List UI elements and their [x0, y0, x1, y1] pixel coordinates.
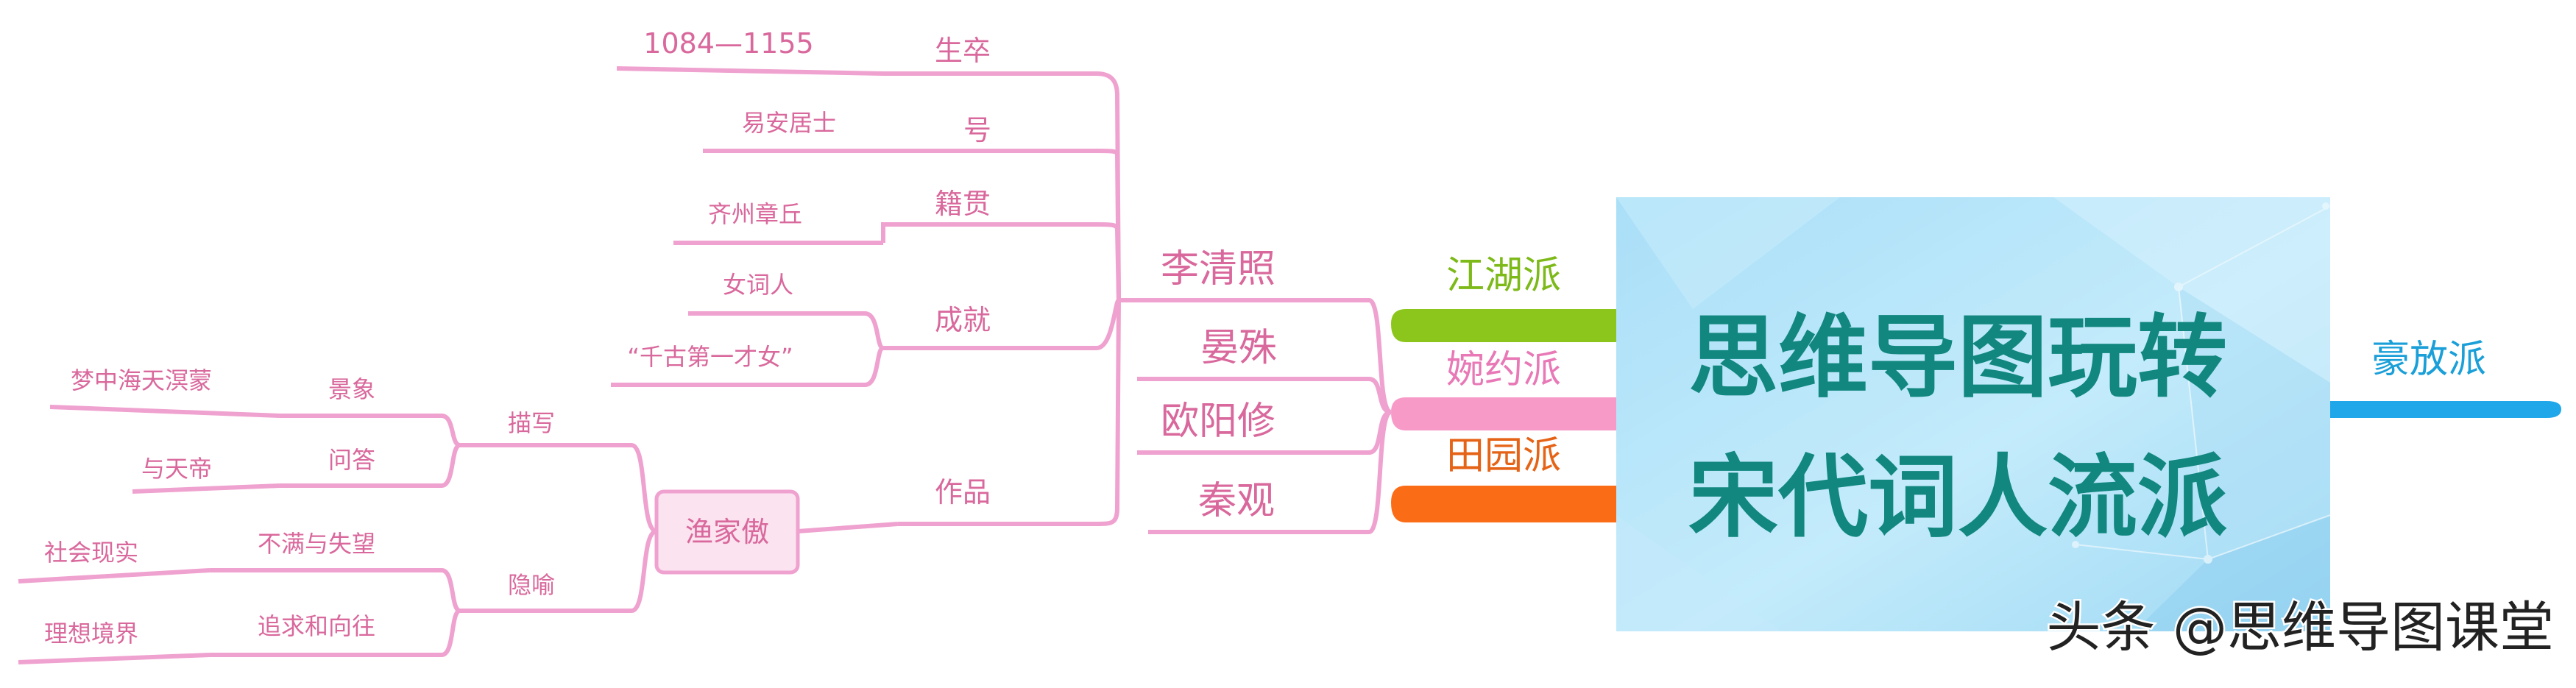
- miaoxie-item-1-value: 梦中海天溟蒙: [71, 366, 212, 394]
- yujiaao-yinyu-label: 隐喻: [508, 571, 555, 599]
- branch-wanyue-bar: [1391, 397, 1616, 430]
- attr-hao-label: 号: [963, 114, 991, 146]
- branch-jianghu-label: 江湖派: [1446, 254, 1561, 298]
- yujiaao-connectors: [18, 405, 899, 664]
- branch-jianghu-bar: [1391, 309, 1616, 342]
- attr-jiguan-label: 籍贯: [935, 188, 991, 220]
- central-topic[interactable]: 思维导图玩转 宋代词人流派: [1616, 197, 2331, 631]
- yinyu-item-1-value: 社会现实: [44, 539, 138, 567]
- work-yujiaao-node[interactable]: 渔家傲: [654, 489, 800, 575]
- central-title-line1: 思维导图玩转: [1688, 304, 2227, 410]
- attr-hao-value: 易安居士: [742, 109, 836, 137]
- miaoxie-item-2-value: 与天帝: [141, 455, 212, 483]
- branch-tianyuan-label: 田园派: [1446, 434, 1561, 478]
- attr-chengjiu-label: 成就: [935, 304, 991, 336]
- attr-shengzu-label: 生卒: [935, 35, 991, 67]
- branch-jianghu[interactable]: 江湖派: [1391, 254, 1616, 342]
- poet-qin-guan[interactable]: 秦观: [1198, 479, 1275, 523]
- branch-tianyuan-bar: [1391, 486, 1616, 522]
- miaoxie-item-1-label: 景象: [328, 375, 375, 403]
- watermark: 头条 @思维导图课堂: [2046, 596, 2554, 659]
- poet-yan-shu[interactable]: 晏殊: [1200, 326, 1277, 370]
- yujiaao-miaoxie-label: 描写: [508, 409, 555, 437]
- branch-wanyue-label: 婉约派: [1446, 348, 1561, 392]
- yinyu-item-2-value: 理想境界: [44, 620, 138, 648]
- attr-chengjiu-value-2: “千古第一才女”: [627, 343, 793, 371]
- poet-li-qingzhao[interactable]: 李清照: [1161, 247, 1275, 291]
- attr-zuopin-label: 作品: [935, 476, 991, 508]
- central-title-line2: 宋代词人流派: [1688, 444, 2227, 550]
- central-decoration: [1616, 197, 2331, 631]
- branch-haofang[interactable]: 豪放派: [2330, 338, 2561, 418]
- branch-haofang-label: 豪放派: [2371, 338, 2486, 382]
- branch-haofang-bar: [2330, 401, 2561, 418]
- attr-jiguan-value: 齐州章丘: [708, 200, 802, 228]
- miaoxie-item-2-label: 问答: [328, 446, 375, 474]
- poet-connectors: [1119, 298, 1393, 534]
- li-qingzhao-connectors: [611, 66, 1121, 526]
- yinyu-item-2-label: 追求和向往: [258, 612, 375, 640]
- work-yujiaao-label: 渔家傲: [685, 516, 769, 548]
- branch-tianyuan[interactable]: 田园派: [1391, 434, 1616, 522]
- branch-wanyue[interactable]: 婉约派: [1391, 348, 1616, 430]
- poet-ouyang-xiu[interactable]: 欧阳修: [1161, 400, 1275, 444]
- attr-shengzu-value: 1084—1155: [643, 27, 813, 60]
- yinyu-item-1-label: 不满与失望: [258, 530, 375, 558]
- attr-chengjiu-value-1: 女词人: [723, 271, 793, 299]
